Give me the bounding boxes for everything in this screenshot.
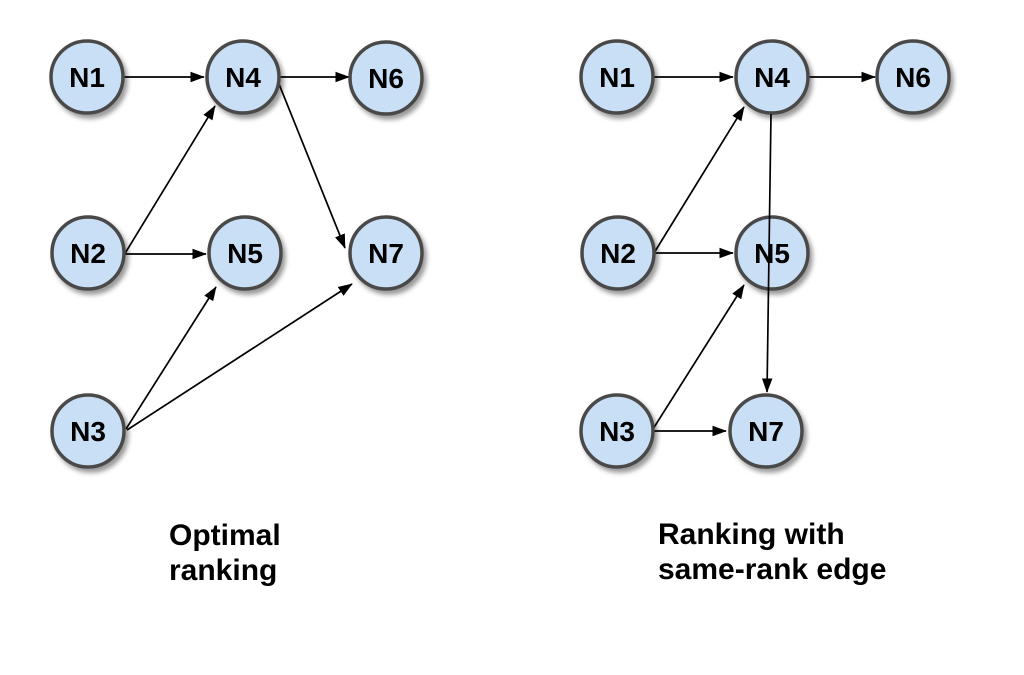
node-label-n4: N4 (225, 62, 261, 93)
node-label-n3: N3 (70, 416, 106, 447)
node-label-n7: N7 (368, 238, 404, 269)
node-n5 (207, 215, 283, 291)
node-label-n2: N2 (70, 238, 106, 269)
caption-optimal-ranking: Optimal ranking (169, 518, 281, 588)
edge-n2-n4 (653, 106, 745, 254)
edge-n3-n5 (125, 286, 217, 430)
node-n1 (49, 39, 125, 115)
node-label-n5: N5 (227, 238, 263, 269)
node-label-n5: N5 (754, 238, 790, 269)
node-n2 (580, 215, 656, 291)
caption-line: same-rank edge (658, 553, 887, 586)
node-n6 (875, 39, 951, 115)
node-label-n1: N1 (69, 62, 105, 93)
edge-n3-n5 (652, 284, 745, 430)
caption-line: ranking (169, 554, 278, 587)
caption-line: Ranking with (658, 518, 845, 551)
node-n7 (728, 393, 804, 469)
node-n4 (205, 39, 281, 115)
node-n6 (348, 40, 424, 116)
node-label-n4: N4 (754, 62, 790, 93)
node-n2 (50, 215, 126, 291)
node-label-n7: N7 (748, 416, 784, 447)
node-n1 (579, 39, 655, 115)
node-n5 (734, 215, 810, 291)
edge-n4-n7 (761, 113, 773, 393)
node-n3 (50, 393, 126, 469)
node-label-n3: N3 (599, 416, 635, 447)
caption-line: Optimal (169, 519, 281, 552)
node-n3 (579, 393, 655, 469)
caption-same-rank-edge: Ranking with same-rank edge (658, 517, 886, 587)
node-label-n6: N6 (368, 63, 404, 94)
edge-n2-n4 (123, 105, 216, 256)
edge-n4-n7 (276, 78, 346, 249)
node-label-n2: N2 (600, 238, 636, 269)
node-n7 (348, 215, 424, 291)
node-label-n1: N1 (599, 62, 635, 93)
edge-n3-n7 (126, 283, 353, 431)
node-n4 (734, 39, 810, 115)
node-label-n6: N6 (895, 62, 931, 93)
